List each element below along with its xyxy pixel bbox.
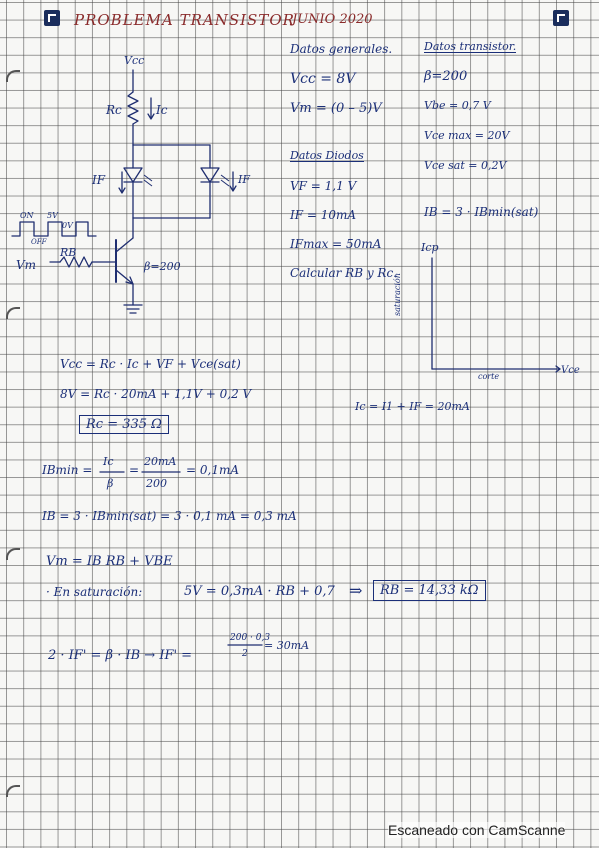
ibmin-den: β — [107, 477, 114, 490]
sat-equation: 5V = 0,3mA · RB + 0,7 — [184, 584, 335, 599]
vm-label: Vm — [16, 258, 37, 272]
zero-v-label: 0V — [62, 221, 73, 230]
sat-prefix: · En saturación: — [46, 585, 143, 599]
last-eq-den: 2 — [242, 649, 248, 659]
graph-xlabel: Vce — [561, 365, 580, 376]
vce-max-value: Vce max = 20V — [424, 129, 510, 142]
datos-diodos-heading: Datos Diodos — [290, 149, 364, 162]
last-eq-num: 200 · 0,3 — [230, 633, 271, 643]
rc-label: Rc — [106, 103, 122, 117]
if-label-left: IF — [92, 173, 106, 187]
graph-corte-label: corte — [478, 372, 500, 381]
page-date: JUNIO 2020 — [292, 12, 373, 27]
binder-ring-mark — [6, 548, 20, 560]
ib-line: IB = 3 · IBmin(sat) = 3 · 0,1 mA = 0,3 m… — [42, 509, 297, 523]
ibmin-result: = 0,1mA — [186, 463, 239, 477]
ibmin-num: Ic — [103, 455, 114, 468]
off-label: OFF — [31, 238, 47, 246]
five-v-label: 5V — [47, 211, 58, 220]
calcular-text: Calcular RB y Rc. — [290, 266, 397, 280]
binder-ring-mark — [6, 307, 20, 319]
rc-result-box: Rc = 335 Ω — [79, 415, 169, 434]
eq-vcc-numeric: 8V = Rc · 20mA + 1,1V + 0,2 V — [60, 387, 252, 401]
implies-arrow: ⇒ — [349, 581, 363, 600]
datos-transistor-heading: Datos transistor. — [424, 40, 517, 53]
vce-sat-value: Vce sat = 0,2V — [424, 159, 507, 172]
vbe-value: Vbe = 0,7 V — [424, 99, 491, 112]
vcc-value: Vcc = 8V — [290, 71, 356, 87]
ibmin-lhs: IBmin = — [42, 463, 93, 477]
vm-value: Vm = (0 – 5)V — [290, 101, 382, 116]
notebook-logo-icon-right — [553, 10, 569, 26]
datos-generales-heading: Datos generales. — [290, 42, 393, 56]
on-label: ON — [20, 211, 34, 220]
rb-label: RB — [60, 246, 77, 259]
vm-equation: Vm = IB RB + VBE — [46, 554, 173, 569]
vcc-label: Vcc — [124, 54, 145, 67]
ic-relation: Ic = I1 + IF = 20mA — [355, 400, 470, 413]
notebook-logo-icon — [44, 10, 60, 26]
ibmin-num2: 20mA — [144, 455, 177, 468]
ic-label: Ic — [156, 103, 168, 117]
binder-ring-mark — [6, 785, 20, 797]
ib-relation: IB = 3 · IBmin(sat) — [424, 205, 539, 219]
if-value: IF = 10mA — [290, 208, 357, 222]
last-eq-result: = 30mA — [264, 639, 310, 652]
beta-value: β=200 — [424, 69, 468, 84]
last-eq-lhs: 2 · IF' = β · IB → IF' = — [48, 648, 193, 663]
vf-value: VF = 1,1 V — [290, 179, 357, 193]
graph-ylabel: Icp — [421, 241, 439, 254]
ibmin-eq: = — [129, 463, 140, 477]
binder-ring-mark — [6, 70, 20, 82]
if-label-right: IF — [238, 173, 250, 186]
scanner-watermark: Escaneado con CamScanne — [388, 822, 566, 838]
beta-label: β=200 — [144, 260, 181, 273]
ifmax-value: IFmax = 50mA — [290, 237, 382, 251]
rb-result-box: RB = 14,33 kΩ — [373, 580, 486, 601]
page-title: PROBLEMA TRANSISTOR — [74, 11, 295, 29]
eq-vcc: Vcc = Rc · Ic + VF + Vce(sat) — [60, 357, 241, 371]
ibmin-den2: 200 — [146, 477, 167, 490]
